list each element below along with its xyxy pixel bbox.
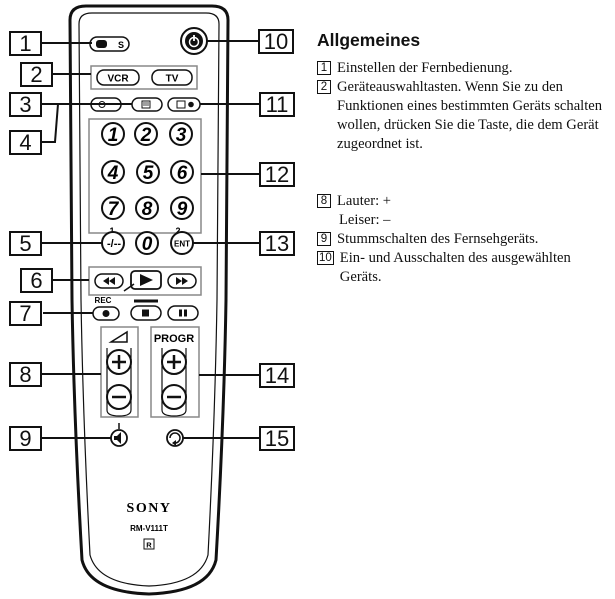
program-up-button[interactable] — [161, 349, 187, 375]
volume-rocker-outline — [106, 348, 132, 417]
rewind-button[interactable] — [94, 273, 124, 289]
description-item-1: 1 Einstellen der Fernbedienung. — [317, 59, 613, 78]
vcr-label: VCR — [107, 74, 129, 85]
callout-9: 9 — [9, 426, 42, 451]
item-number: 8 — [317, 194, 331, 208]
program-frame — [150, 326, 200, 418]
remote-inner-outline — [78, 12, 220, 587]
remote-control-diagram: S VCR TV 1 2 3 4 5 6 7 8 9 1 — [42, 4, 259, 596]
callout-7: 7 — [9, 301, 42, 326]
program-down-button[interactable] — [161, 384, 187, 410]
stop-button[interactable] — [130, 305, 162, 321]
callout-8: 8 — [9, 362, 42, 387]
digit-1-label: 1 — [108, 125, 119, 146]
digit-6-button[interactable]: 6 — [170, 160, 194, 184]
power-button[interactable] — [180, 27, 208, 55]
digit-9-label: 9 — [177, 199, 188, 220]
item-text: Einstellen der Fernbedienung. — [337, 60, 513, 76]
mute-button[interactable] — [110, 429, 128, 447]
pause-button[interactable] — [167, 305, 199, 321]
item-text: Geräteauswahltasten. Wenn Sie zu den Fun… — [337, 79, 603, 152]
digit-0-button[interactable]: 0 — [135, 231, 159, 255]
digit-7-button[interactable]: 7 — [101, 196, 125, 220]
callout-2: 2 — [20, 62, 53, 87]
digit-4-button[interactable]: 4 — [101, 160, 125, 184]
item-number: 10 — [317, 251, 334, 265]
record-button[interactable] — [92, 306, 120, 321]
volume-up-button[interactable] — [106, 349, 132, 375]
progr-label: PROGR — [154, 333, 194, 345]
item-text: Lauter: + — [337, 193, 392, 209]
description-item-10: 10 Ein- und Ausschalten des ausgewählten… — [317, 249, 613, 287]
item-text: Stummschalten des Fernsehgeräts. — [337, 231, 539, 247]
brand-logo: SONY — [127, 501, 172, 516]
callout-15: 15 — [259, 426, 295, 451]
digit-3-label: 3 — [176, 125, 187, 146]
digit-1-button[interactable]: 1 — [101, 122, 125, 146]
callout-12: 12 — [259, 162, 295, 187]
callout-10: 10 — [258, 29, 294, 54]
digit-2-label: 2 — [140, 125, 152, 146]
callout-13: 13 — [259, 231, 295, 256]
digit-3-button[interactable]: 3 — [169, 122, 193, 146]
switch-s[interactable]: S — [89, 36, 130, 52]
digit-2-button[interactable]: 2 — [134, 122, 158, 146]
device-select-frame — [90, 65, 198, 90]
tv-video-button[interactable] — [167, 97, 201, 112]
ir-mark: R — [146, 541, 152, 550]
display-button[interactable] — [131, 97, 163, 112]
switch-s-label: S — [118, 40, 124, 50]
dash-button[interactable]: -/-- — [101, 231, 125, 255]
digit-5-label: 5 — [143, 163, 154, 184]
volume-icon — [108, 330, 128, 343]
callout-5: 5 — [9, 231, 42, 256]
program-rocker-outline — [161, 348, 187, 417]
item-number: 1 — [317, 61, 331, 75]
ent-button[interactable]: ENT — [170, 231, 194, 255]
vcr-button[interactable]: VCR — [96, 69, 140, 86]
tv-label: TV — [166, 74, 179, 85]
digit-9-button[interactable]: 9 — [170, 196, 194, 220]
jump-button[interactable] — [166, 429, 184, 447]
digit-5-button[interactable]: 5 — [136, 160, 160, 184]
digit-7-label: 7 — [108, 199, 120, 220]
item-text: Ein- und Ausschalten des ausgewählten Ge… — [339, 250, 571, 285]
digit-0-label: 0 — [142, 234, 153, 255]
leader-lines — [42, 40, 259, 439]
item-number: 2 — [317, 80, 331, 94]
callout-11: 11 — [259, 92, 295, 117]
digit-8-label: 8 — [142, 199, 153, 220]
description-item-9: 9 Stummschalten des Fernsehgeräts. — [317, 230, 613, 249]
callout-3: 3 — [9, 92, 42, 117]
ent-label: ENT — [174, 240, 190, 249]
description-item-8: 8 Lauter: + — [317, 192, 613, 211]
volume-down-button[interactable] — [106, 384, 132, 410]
fast-forward-button[interactable] — [167, 273, 197, 289]
digit-6-label: 6 — [177, 163, 188, 184]
model-number: RM-V111T — [130, 524, 168, 533]
item-8-second-line: Leiser: – — [339, 212, 391, 228]
callout-4: 4 — [9, 130, 42, 155]
callout-14: 14 — [259, 363, 295, 388]
callout-1: 1 — [9, 31, 42, 56]
small-label-1: 1 — [109, 226, 114, 236]
item-number: 9 — [317, 232, 331, 246]
small-label-2: 2 — [175, 226, 180, 236]
ir-mark-box — [143, 538, 155, 550]
dash-label: -/-- — [107, 238, 121, 250]
callout-6: 6 — [20, 268, 53, 293]
description-item-2: 2 Geräteauswahltasten. Wenn Sie zu den F… — [317, 78, 613, 154]
digit-8-button[interactable]: 8 — [135, 196, 159, 220]
section-heading: Allgemeines — [317, 30, 421, 50]
digit-4-label: 4 — [107, 163, 119, 184]
rec-label: REC — [95, 296, 112, 305]
volume-frame — [100, 326, 139, 418]
tv-button[interactable]: TV — [151, 69, 193, 86]
description-panel: Allgemeines 1 Einstellen der Fernbedienu… — [317, 30, 613, 287]
play-button[interactable] — [130, 270, 162, 290]
